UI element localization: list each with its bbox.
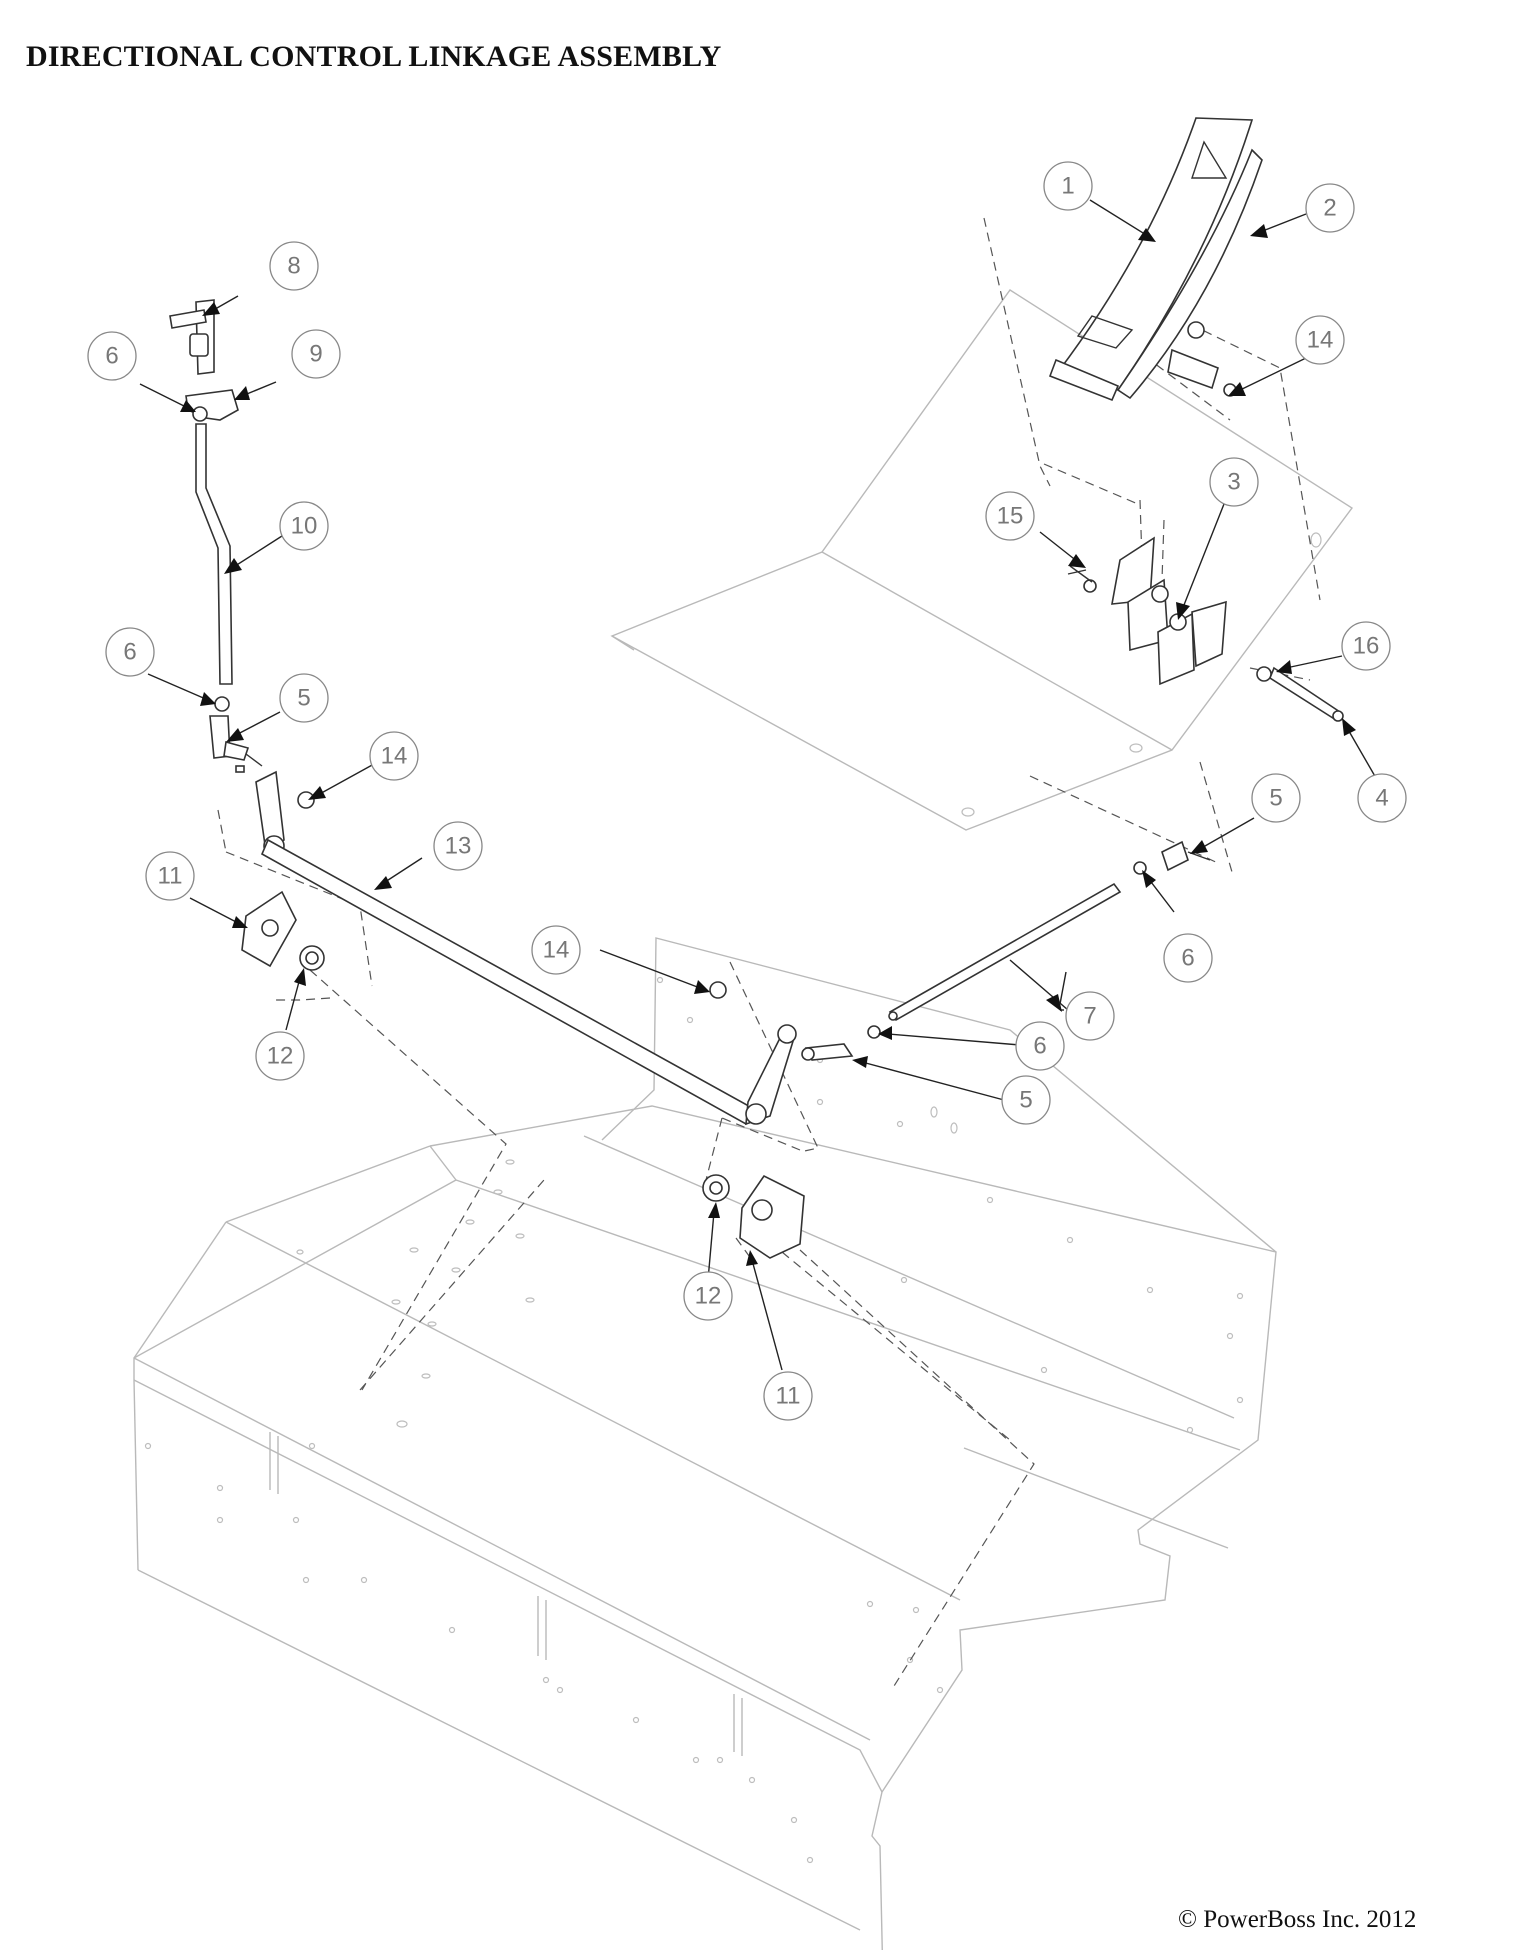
directional-pedal (1048, 117, 1263, 402)
callout-5b: 5 (1251, 773, 1301, 823)
callout-14b: 14 (369, 731, 419, 781)
callout-6b-label: 6 (123, 639, 136, 666)
callout-9: 9 (291, 329, 341, 379)
callout-16: 16 (1341, 621, 1391, 671)
callout-11a: 11 (145, 851, 195, 901)
callout-14a: 14 (1295, 315, 1345, 365)
callout-6a-label: 6 (105, 343, 118, 370)
cross-shaft (255, 770, 797, 1126)
link-rod (801, 840, 1211, 1061)
callout-14b-label: 14 (381, 743, 408, 770)
callout-7: 7 (1065, 991, 1115, 1041)
callout-5c-label: 5 (1019, 1087, 1032, 1114)
callout-4: 4 (1357, 773, 1407, 823)
vertical-control-rod (169, 299, 263, 773)
copyright-notice: © PowerBoss Inc. 2012 (1178, 1906, 1417, 1933)
callout-1: 1 (1043, 161, 1093, 211)
callout-6d-label: 6 (1033, 1033, 1046, 1060)
callout-2: 2 (1305, 183, 1355, 233)
callout-13-label: 13 (445, 833, 472, 860)
callout-12a-label: 12 (267, 1043, 294, 1070)
callout-11b: 11 (763, 1371, 813, 1421)
callout-12a: 12 (255, 1031, 305, 1081)
callout-4-label: 4 (1375, 785, 1388, 812)
callout-15-label: 15 (997, 503, 1024, 530)
callout-5b-label: 5 (1269, 785, 1282, 812)
leader-lines (139, 199, 1377, 1371)
callout-9-label: 9 (309, 341, 322, 368)
callout-7-label: 7 (1083, 1003, 1096, 1030)
callout-14c: 14 (531, 925, 581, 975)
callout-13: 13 (433, 821, 483, 871)
callout-11a-label: 11 (158, 863, 183, 890)
callout-12b-label: 12 (695, 1283, 722, 1310)
callout-3: 3 (1209, 457, 1259, 507)
callout-6d: 6 (1015, 1021, 1065, 1071)
callout-14a-label: 14 (1307, 327, 1334, 354)
callout-6b: 6 (105, 627, 155, 677)
diagram-title: DIRECTIONAL CONTROL LINKAGE ASSEMBLY (26, 40, 722, 73)
shaft-mount-brackets (241, 890, 805, 1259)
callout-16-label: 16 (1353, 633, 1380, 660)
callout-12b: 12 (683, 1271, 733, 1321)
lower-frame-sheet-metal (133, 937, 1277, 1950)
pedal-pivot-bracket (1067, 383, 1344, 722)
callout-8-label: 8 (287, 253, 300, 280)
callout-1-label: 1 (1061, 173, 1074, 200)
upper-floor-plate (610, 289, 1354, 831)
callout-15: 15 (985, 491, 1035, 541)
callout-6c-label: 6 (1181, 945, 1194, 972)
callout-2-label: 2 (1323, 195, 1336, 222)
callout-5a: 5 (279, 673, 329, 723)
callout-11b-label: 11 (776, 1383, 801, 1410)
callout-5c: 5 (1001, 1075, 1051, 1125)
callout-10: 10 (279, 501, 329, 551)
assembly-center-lines (217, 217, 1321, 1687)
callout-8: 8 (269, 241, 319, 291)
callout-10-label: 10 (291, 513, 318, 540)
callout-5a-label: 5 (297, 685, 310, 712)
callout-6a: 6 (87, 331, 137, 381)
callout-3-label: 3 (1227, 469, 1240, 496)
callout-14c-label: 14 (543, 937, 570, 964)
callout-6c: 6 (1163, 933, 1213, 983)
